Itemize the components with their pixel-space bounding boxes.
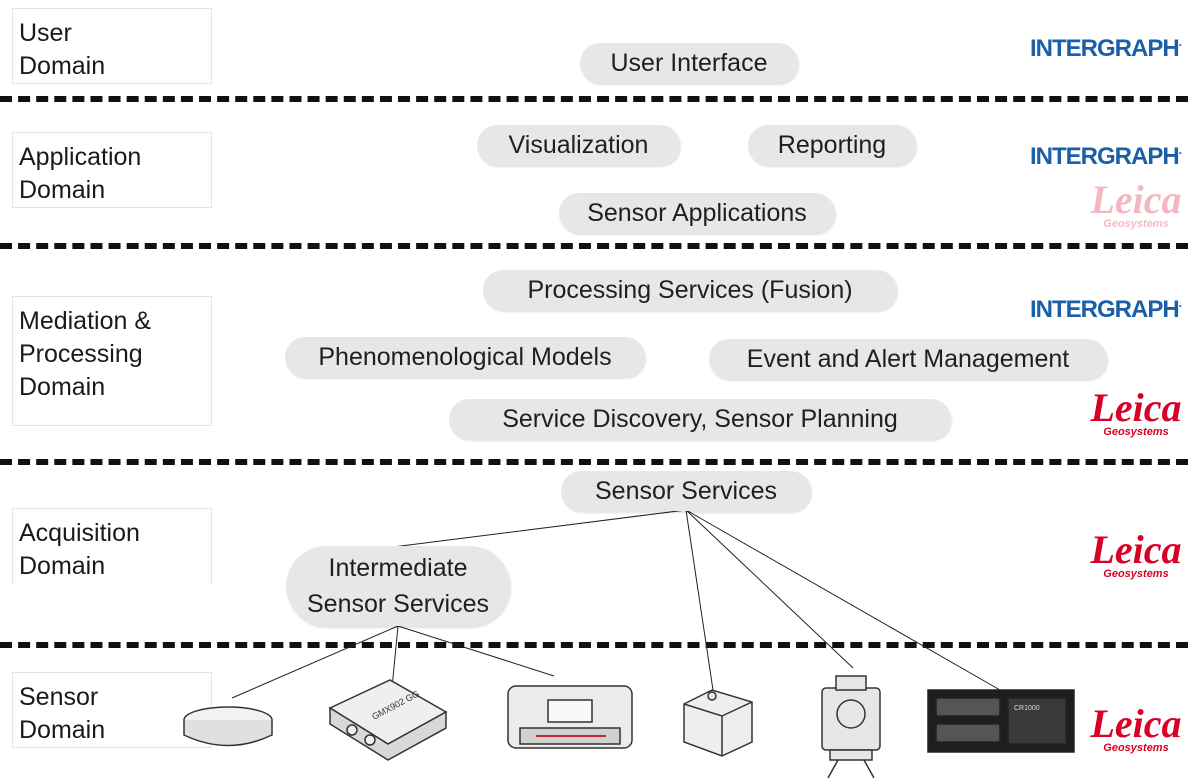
leica-logo-mediation-domain: Leica Geosystems [1086,385,1186,439]
connector-intermediate-to-receiver [397,625,555,677]
connector-sensor-services-to-total-station [685,509,854,669]
geosystems-wordmark: Geosystems [1103,742,1169,754]
intergraph-logo-user-domain: INTERGRAPH. [1030,35,1182,62]
event-alert-management-service: Event and Alert Management [709,339,1107,379]
intermediate-sensor-services: Intermediate Sensor Services [286,546,510,626]
cr1000-label: CR1000 [1014,705,1040,712]
service-discovery-sensor-planning: Service Discovery, Sensor Planning [449,399,951,439]
domain-label-acquisition: Acquisition Domain [12,508,212,584]
domain-separator-2 [0,243,1188,249]
rugged-receiver-device [507,685,633,749]
sensor-services: Sensor Services [561,471,811,511]
cr1000-datalogger-device: CR1000 [927,689,1075,753]
intergraph-wordmark: INTERGRAPH [1030,296,1180,323]
leica-wordmark: Leica [1090,527,1182,572]
leica-logo-acquisition-domain: Leica Geosystems [1086,527,1186,581]
total-station-device [821,675,881,778]
user-interface-service: User Interface [580,43,798,83]
gmx902-device: GMX902 GG [328,679,448,761]
intergraph-wordmark: INTERGRAPH [1030,143,1180,170]
geosystems-wordmark: Geosystems [1103,218,1169,230]
geosystems-wordmark: Geosystems [1103,568,1169,580]
connector-sensor-services-to-box-sensor [685,509,714,691]
intergraph-logo-application-domain: INTERGRAPH. [1030,143,1182,170]
domain-separator-3 [0,459,1188,465]
sensor-applications-service: Sensor Applications [559,193,835,233]
connector-intermediate-to-gmx902 [391,625,399,689]
intergraph-wordmark: INTERGRAPH [1030,35,1180,62]
domain-separator-4 [0,642,1188,648]
connector-intermediate-to-antenna [231,625,399,699]
box-sensor-device [683,689,753,757]
domain-label-user: User Domain [12,8,212,84]
phenomenological-models-service: Phenomenological Models [285,337,645,377]
leica-logo-application-domain: Leica Geosystems [1086,177,1186,231]
connector-sensor-services-to-intermediate [384,509,687,549]
domain-separator-1 [0,96,1188,102]
geosystems-wordmark: Geosystems [1103,426,1169,438]
visualization-service: Visualization [477,125,680,165]
reporting-service: Reporting [748,125,916,165]
leica-wordmark: Leica [1090,701,1182,746]
domain-label-application: Application Domain [12,132,212,208]
leica-wordmark: Leica [1090,177,1182,222]
leica-wordmark: Leica [1090,385,1182,430]
processing-services-fusion: Processing Services (Fusion) [483,270,897,310]
leica-logo-sensor-domain: Leica Geosystems [1086,701,1186,755]
intergraph-logo-mediation-domain: INTERGRAPH. [1030,296,1182,323]
domain-label-sensor: Sensor Domain [12,672,212,748]
domain-label-mediation: Mediation & Processing Domain [12,296,212,426]
connector-lines [231,509,1001,699]
connector-sensor-services-to-datalogger [685,509,1001,691]
gnss-antenna-device [183,706,273,747]
